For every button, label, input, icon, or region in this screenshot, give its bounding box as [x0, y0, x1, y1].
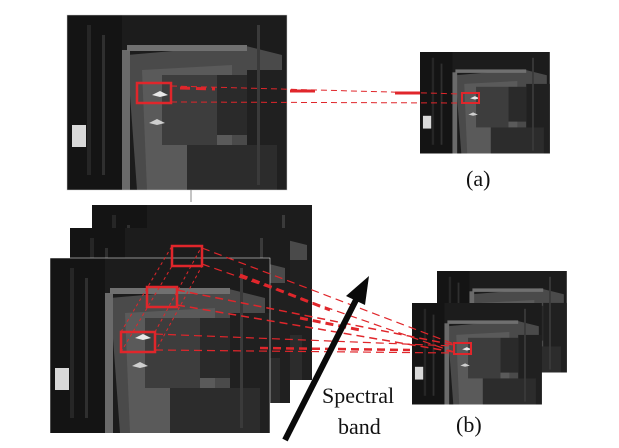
image-a-small: [420, 52, 550, 154]
image-b-stack-front: [49, 257, 271, 437]
image-b-small-front: [412, 303, 542, 405]
dashed-link-b: [154, 247, 455, 354]
label-b: (b): [456, 412, 482, 437]
label-a: (a): [466, 166, 491, 191]
roi-box-a-large: [135, 81, 173, 105]
spectral-cube: [119, 244, 204, 354]
spectral-band-label-line2: band: [338, 414, 381, 439]
dashed-link-a: [170, 85, 463, 104]
spectral-band-label-line1: Spectral: [322, 383, 395, 408]
roi-box-b-small: [453, 342, 472, 355]
up-right-arrow-icon: [282, 276, 369, 442]
roi-box-a-small: [461, 92, 480, 104]
roi-box-b-front: [119, 330, 157, 354]
image-a-large: [66, 14, 288, 191]
roi-box-b-mid: [145, 285, 179, 309]
roi-box-b-back: [170, 244, 204, 268]
